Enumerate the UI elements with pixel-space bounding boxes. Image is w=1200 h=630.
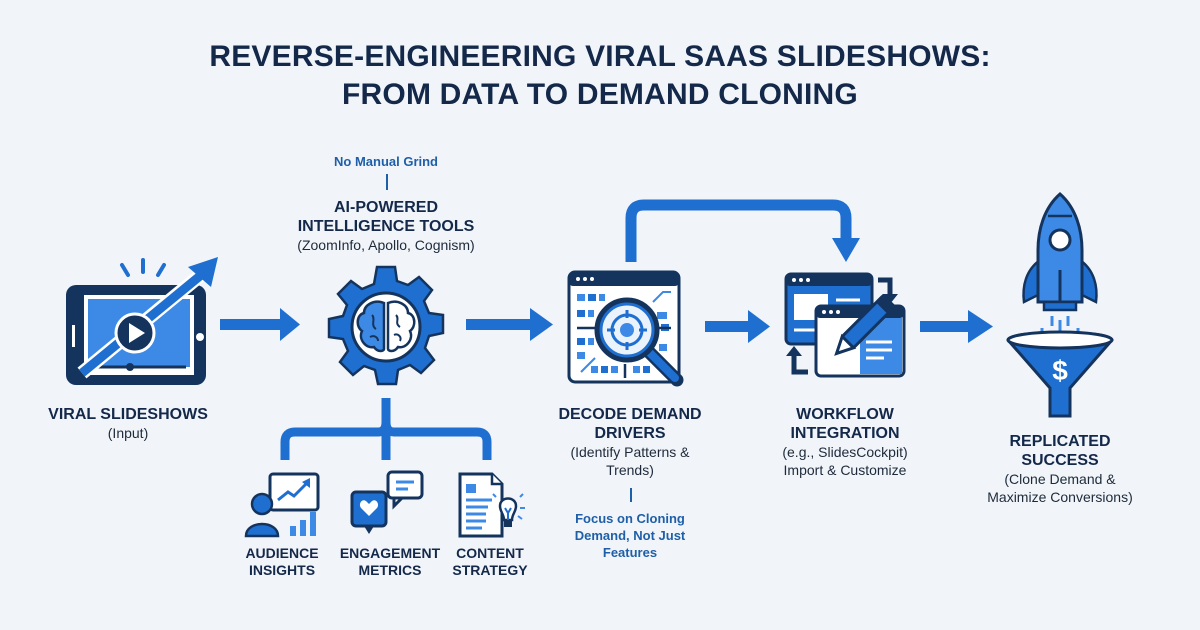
branch-label-line: AUDIENCE: [245, 545, 319, 561]
branch-label-line: METRICS: [358, 562, 422, 578]
step-subtext: Maximize Conversions): [987, 489, 1133, 505]
step-subtext: (Input): [107, 425, 149, 441]
step-label-ai-tools: AI-POWERED INTELLIGENCE TOOLS (ZoomInfo,…: [256, 198, 516, 254]
step-label-replicated-success: REPLICATED SUCCESS (Clone Demand & Maxim…: [960, 432, 1160, 506]
step-heading: REPLICATED: [1009, 433, 1111, 450]
branch-label-line: INSIGHTS: [248, 562, 316, 578]
note-connector: [630, 488, 632, 502]
page-title: REVERSE-ENGINEERING VIRAL SAAS SLIDESHOW…: [0, 38, 1200, 114]
flow-arrow-3: [705, 310, 770, 343]
step-subtext: (e.g., SlidesCockpit): [782, 444, 908, 460]
note-focus-cloning: Focus on Cloning Demand, Not Just Featur…: [530, 510, 730, 561]
flow-arrow-2: [466, 308, 553, 341]
loop-arrow: [625, 199, 860, 262]
step-heading: INTELLIGENCE TOOLS: [297, 218, 475, 235]
title-line-2: FROM DATA TO DEMAND CLONING: [342, 78, 858, 111]
step-heading: AI-POWERED: [334, 199, 438, 216]
branch-label-line: ENGAGEMENT: [339, 545, 441, 561]
step-subtext: Import & Customize: [783, 462, 907, 478]
step-heading: INTEGRATION: [790, 425, 900, 442]
rocket-funnel-dollar-icon: $: [1006, 192, 1114, 418]
branch-label-audience: AUDIENCE INSIGHTS: [232, 545, 332, 579]
step-heading: DECODE DEMAND: [558, 406, 702, 423]
step-heading: DRIVERS: [594, 425, 666, 442]
step-subtext: (ZoomInfo, Apollo, Cognism): [297, 237, 475, 253]
note-line: Focus on Cloning: [575, 511, 685, 526]
branch-label-engagement: ENGAGEMENT METRICS: [330, 545, 450, 579]
svg-text:$: $: [1052, 355, 1068, 386]
title-line-1: REVERSE-ENGINEERING VIRAL SAAS SLIDESHOW…: [209, 40, 991, 73]
branch-label-content: CONTENT STRATEGY: [440, 545, 540, 579]
step-label-viral-slideshows: VIRAL SLIDESHOWS (Input): [28, 405, 228, 442]
document-lightbulb-icon: [458, 472, 525, 538]
step-label-decode-demand: DECODE DEMAND DRIVERS (Identify Patterns…: [530, 405, 730, 479]
step-heading: SUCCESS: [1021, 452, 1099, 469]
step-subtext: (Identify Patterns &: [570, 444, 690, 460]
chat-heart-icon: [350, 470, 424, 534]
branch-bracket: [280, 398, 492, 460]
gear-brain-icon: [327, 265, 445, 386]
step-heading: WORKFLOW: [796, 406, 894, 423]
magnifier-dashboard-icon: [567, 270, 684, 387]
step-subtext: (Clone Demand &: [1004, 471, 1116, 487]
note-line: Features: [602, 545, 658, 560]
note-no-manual-grind: No Manual Grind: [334, 154, 438, 169]
tablet-play-growth-icon: [66, 257, 218, 385]
branch-label-line: STRATEGY: [452, 562, 528, 578]
flow-arrow-1: [220, 308, 300, 341]
branch-label-line: CONTENT: [456, 545, 524, 561]
step-label-workflow-integration: WORKFLOW INTEGRATION (e.g., SlidesCockpi…: [745, 405, 945, 479]
windows-pencil-sync-icon: [784, 272, 906, 378]
flow-arrow-4: [920, 310, 993, 343]
audience-chart-icon: [244, 472, 320, 538]
note-line: Demand, Not Just: [574, 528, 686, 543]
step-heading: VIRAL SLIDESHOWS: [48, 406, 208, 423]
note-connector: [386, 174, 388, 190]
step-subtext: Trends): [606, 462, 654, 478]
